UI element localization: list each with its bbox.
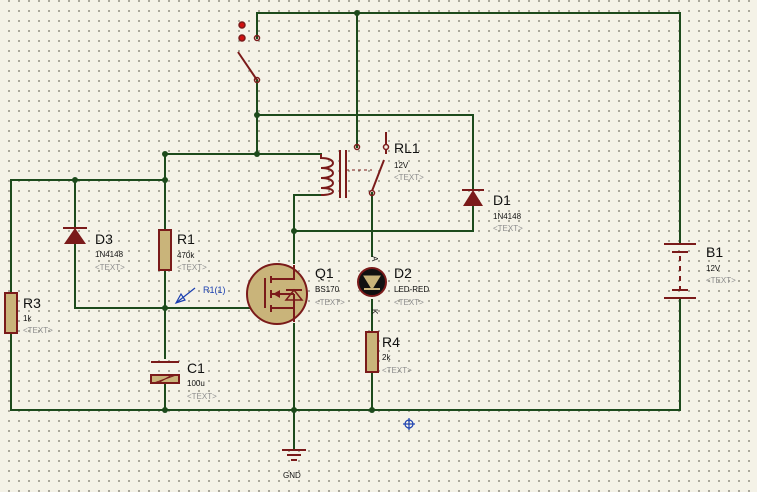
- b1-ref-label: B1: [706, 244, 723, 260]
- c1-value-label: 100u: [187, 379, 205, 388]
- d2-value-label: LED-RED: [394, 285, 429, 294]
- r4-ref-label: R4: [382, 334, 400, 350]
- ground-label: GND: [283, 471, 301, 480]
- d1-text-placeholder: <TEXT>: [493, 224, 523, 233]
- led-cathode-label: K: [370, 309, 379, 315]
- origin-marker-icon: [403, 418, 415, 430]
- c1-ref-label: C1: [187, 360, 205, 376]
- q1-ref-label: Q1: [315, 265, 334, 281]
- junction-dot: [162, 305, 168, 311]
- d2-ref-label: D2: [394, 265, 412, 281]
- junction-dot: [254, 112, 260, 118]
- ground-symbol[interactable]: GND: [282, 449, 306, 480]
- r1-text-placeholder: <TEXT>: [177, 263, 207, 272]
- wires: [10, 12, 681, 451]
- mosfet-q1[interactable]: Q1 BS170 <TEXT>: [246, 263, 345, 325]
- junction-dot: [72, 177, 78, 183]
- d3-ref-label: D3: [95, 231, 113, 247]
- led-anode-label: A: [370, 256, 379, 262]
- resistor-r3[interactable]: R3 1k <TEXT>: [4, 292, 53, 335]
- relay-rl1[interactable]: RL1 12V <TEXT>: [320, 132, 424, 198]
- q1-value-label: BS170: [315, 285, 340, 294]
- voltage-probe[interactable]: R1(1): [174, 285, 226, 305]
- relay-value-label: 12V: [394, 161, 409, 170]
- junction-dot: [162, 177, 168, 183]
- junction-dots: [72, 10, 375, 413]
- resistor-r4[interactable]: R4 2k <TEXT>: [365, 331, 412, 375]
- junction-dot: [254, 151, 260, 157]
- r1-value-label: 470k: [177, 251, 195, 260]
- d1-ref-label: D1: [493, 192, 511, 208]
- q1-text-placeholder: <TEXT>: [315, 298, 345, 307]
- b1-text-placeholder: <TEXT>: [706, 276, 736, 285]
- resistor-r1[interactable]: R1 470k <TEXT>: [158, 229, 207, 272]
- r3-text-placeholder: <TEXT>: [23, 326, 53, 335]
- led-d2[interactable]: A K D2 LED-RED <TEXT>: [357, 256, 429, 315]
- r3-value-label: 1k: [23, 314, 32, 323]
- d1-value-label: 1N4148: [493, 212, 522, 221]
- diode-d1[interactable]: D1 1N4148 <TEXT>: [462, 189, 523, 233]
- relay-text-placeholder: <TEXT>: [394, 173, 424, 182]
- junction-dot: [291, 228, 297, 234]
- capacitor-c1[interactable]: C1 100u <TEXT>: [150, 360, 217, 401]
- junction-dot: [291, 407, 297, 413]
- junction-dot: [354, 10, 360, 16]
- b1-value-label: 12V: [706, 264, 721, 273]
- d3-text-placeholder: <TEXT>: [95, 263, 125, 272]
- c1-text-placeholder: <TEXT>: [187, 392, 217, 401]
- r4-value-label: 2k: [382, 353, 391, 362]
- d2-text-placeholder: <TEXT>: [394, 298, 424, 307]
- junction-dot: [162, 151, 168, 157]
- manual-switch[interactable]: [237, 21, 261, 84]
- d3-value-label: 1N4148: [95, 250, 124, 259]
- r1-ref-label: R1: [177, 231, 195, 247]
- r4-text-placeholder: <TEXT>: [382, 366, 412, 375]
- battery-b1[interactable]: B1 12V <TEXT>: [664, 243, 736, 299]
- junction-dot: [369, 407, 375, 413]
- r3-ref-label: R3: [23, 295, 41, 311]
- relay-ref-label: RL1: [394, 140, 420, 156]
- junction-dot: [162, 407, 168, 413]
- probe-label: R1(1): [203, 285, 226, 295]
- diode-d3[interactable]: D3 1N4148 <TEXT>: [63, 227, 125, 272]
